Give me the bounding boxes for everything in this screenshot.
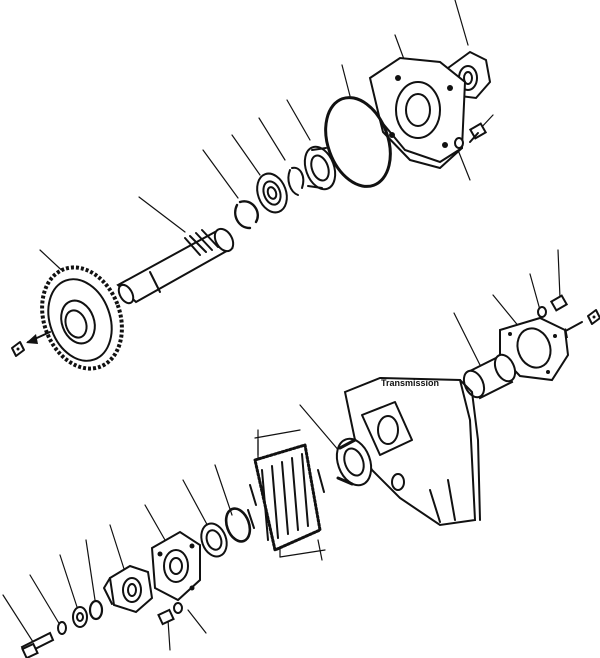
- plate-bolt: [537, 294, 569, 318]
- leader-lines-lower: [2, 249, 561, 651]
- driven-gear: [40, 265, 124, 371]
- lock-tag-icon-right: [587, 309, 600, 325]
- bearing-cover-lower: [150, 530, 201, 602]
- o-ring-lower: [224, 507, 252, 543]
- bearing-upper-middle: [256, 172, 288, 214]
- o-ring-large-upper: [324, 96, 392, 188]
- cover-bolt-upper: [454, 122, 488, 149]
- transmission-label: Transmission: [381, 378, 439, 388]
- lock-tag-icon-left: [11, 341, 25, 357]
- leader-lines-upper: [39, 0, 494, 279]
- washer-lower: [72, 606, 88, 628]
- gasket-plate: [499, 316, 570, 382]
- clutch-disc-pack: [247, 429, 326, 558]
- output-flange-lower: [103, 564, 154, 614]
- bearing-lower-small: [200, 522, 228, 558]
- lock-washer-lower: [57, 621, 67, 635]
- sleeve: [462, 353, 517, 400]
- splined-shaft: [116, 227, 235, 305]
- o-ring-small: [88, 599, 104, 621]
- flange-bolt: [20, 631, 55, 658]
- transmission-housing: [343, 376, 481, 527]
- bearing-cover-upper: [368, 56, 467, 169]
- reference-arrow-left: [26, 331, 51, 344]
- cover-bolt-lower: [157, 602, 183, 626]
- bearing-lower: [335, 437, 373, 487]
- bearing-upper-right: [303, 145, 337, 191]
- snap-ring-upper: [234, 200, 259, 230]
- snap-ring-upper-small: [287, 166, 305, 196]
